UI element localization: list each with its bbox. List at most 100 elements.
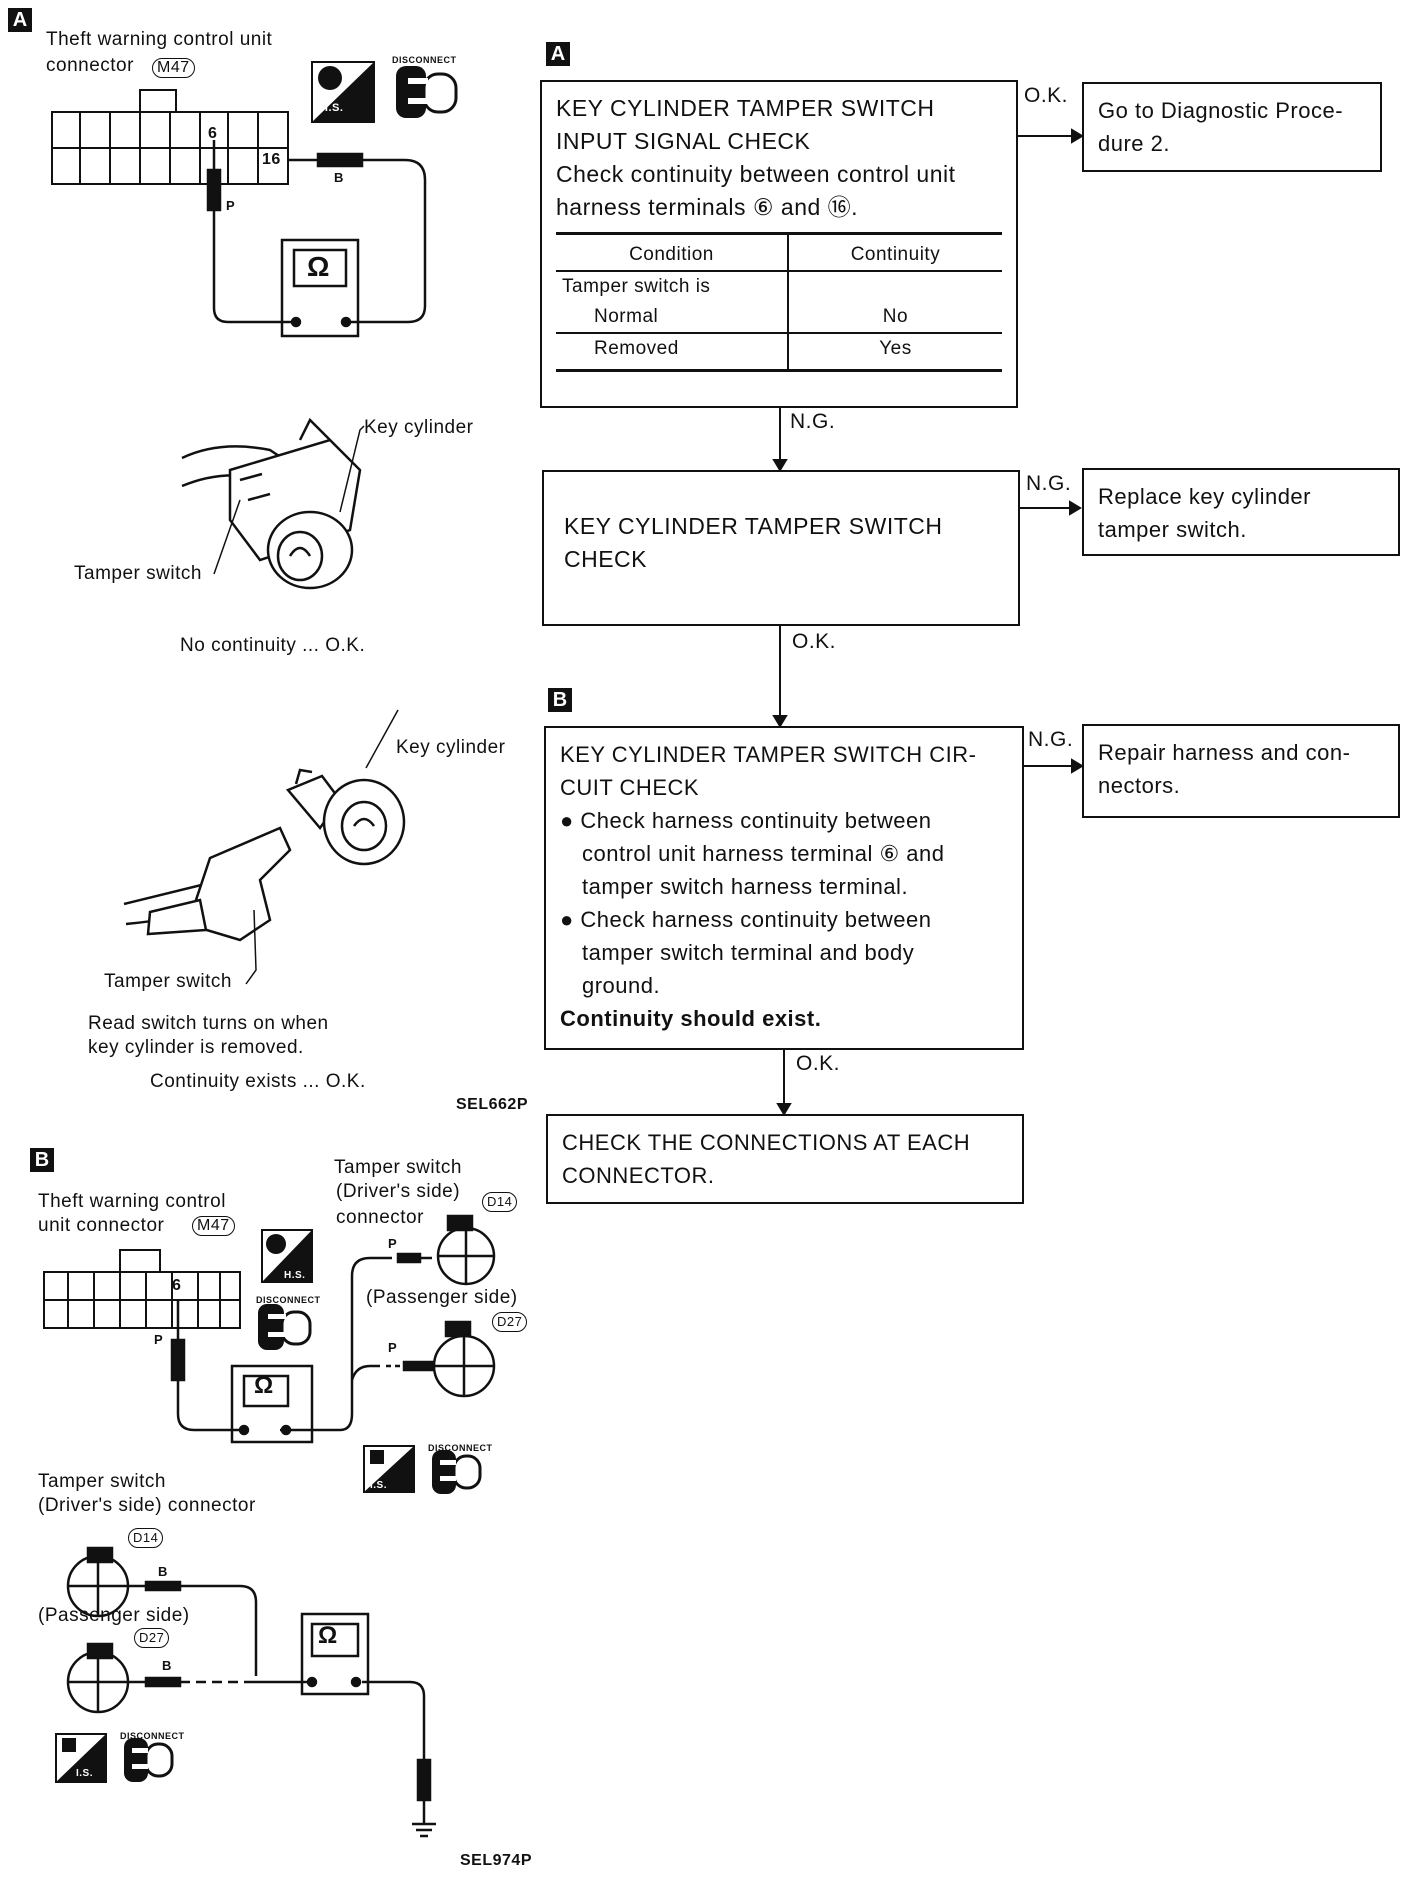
ng-3: N.G. <box>1028 728 1074 751</box>
box3-bold: Continuity should exist. <box>560 1006 822 1031</box>
leaders-1 <box>213 425 365 575</box>
wire-b-passenger: B <box>162 1658 172 1673</box>
col-condition: Condition <box>556 233 789 271</box>
flow-box-circuit-check: KEY CYLINDER TAMPER SWITCH CIR- CUIT CHE… <box>544 726 1024 1050</box>
connector-b-title: Theft warning control <box>38 1191 226 1212</box>
figure-b-label: B <box>30 1148 54 1172</box>
tamper-switch-passenger-connector-b2 <box>66 1642 130 1714</box>
box3-b1-line2: control unit harness terminal ⑥ and <box>582 841 945 866</box>
res1-line1: Go to Diagnostic Proce- <box>1098 98 1344 123</box>
note-line-1: Read switch turns on when <box>88 1013 329 1034</box>
result-replace-tamper-switch: Replace key cylinder tamper switch. <box>1082 468 1400 556</box>
box3-b2-line2: tamper switch terminal and body <box>582 940 915 965</box>
box3-b1-line1: ● Check harness continuity between <box>560 808 932 833</box>
ts2-title-line1: Tamper switch <box>38 1471 166 1492</box>
wire-p-b: P <box>154 1332 164 1347</box>
figure-ref-b: SEL974P <box>460 1852 532 1869</box>
is-label-b2: I.S. <box>76 1768 94 1779</box>
box2-line2: CHECK <box>564 546 648 572</box>
flow-label-b: B <box>548 688 572 712</box>
d27-id-b2: D27 <box>134 1628 170 1648</box>
figure-a-label: A <box>8 8 32 32</box>
wire-b-label: B <box>334 170 344 185</box>
disconnect-label: DISCONNECT <box>392 55 457 65</box>
wire-p-label: P <box>226 198 236 213</box>
key-cylinder-label-2: Key cylinder <box>396 737 506 758</box>
ohmmeter-b1 <box>230 1364 314 1444</box>
flow-box-tamper-switch-check: KEY CYLINDER TAMPER SWITCH CHECK <box>542 470 1020 626</box>
row-removed: Removed <box>556 333 789 371</box>
ohm-symbol-b1: Ω <box>254 1372 274 1399</box>
key-cylinder-illustration-1 <box>181 417 362 590</box>
figure-ref-a: SEL662P <box>456 1096 528 1113</box>
wiring-b2 <box>128 1580 436 1838</box>
row-tamper-switch: Tamper switch is <box>556 271 789 302</box>
row-removed-value: Yes <box>879 338 912 359</box>
connector-title: Theft warning control unit <box>46 29 273 50</box>
flow-box-input-signal-check: KEY CYLINDER TAMPER SWITCH INPUT SIGNAL … <box>540 80 1018 408</box>
key-cylinder-label: Key cylinder <box>364 417 474 438</box>
box1-line1: KEY CYLINDER TAMPER SWITCH <box>556 95 935 121</box>
box4-line2: CONNECTOR. <box>562 1163 715 1188</box>
ohm-symbol: Ω <box>307 251 330 282</box>
pin-6-label: 6 <box>208 125 218 142</box>
wire-b-driver: B <box>158 1564 168 1579</box>
note-line-2: key cylinder is removed. <box>88 1037 304 1058</box>
condition-table: Condition Continuity Tamper switch is No… <box>556 232 1002 372</box>
leaders-2 <box>245 709 399 985</box>
is-icon-b1 <box>363 1445 415 1493</box>
hs-icon-b <box>261 1229 313 1283</box>
wire-p-passenger: P <box>388 1340 398 1355</box>
res3-line2: nectors. <box>1098 773 1181 798</box>
row-normal-value: No <box>882 306 909 327</box>
connector-title-2: connector <box>46 55 134 76</box>
result-go-to-procedure-2: Go to Diagnostic Proce- dure 2. <box>1082 82 1382 172</box>
ohm-symbol-b2: Ω <box>318 1622 338 1649</box>
ohmmeter-a <box>280 238 360 338</box>
is-icon-b2 <box>55 1733 107 1783</box>
res1-line2: dure 2. <box>1098 131 1170 156</box>
box3-line2: CUIT CHECK <box>560 775 700 800</box>
ts-title-line2: (Driver's side) <box>336 1181 461 1202</box>
ok-2: O.K. <box>792 630 837 653</box>
box3-b2-line1: ● Check harness continuity between <box>560 907 932 932</box>
disconnect-icon-b2 <box>432 1450 482 1494</box>
tamper-switch-driver-connector-b1 <box>436 1214 496 1286</box>
box3-b1-line3: tamper switch harness terminal. <box>582 874 909 899</box>
disconnect-icon-b1 <box>258 1304 312 1350</box>
hs-icon-a <box>311 61 375 123</box>
key-cylinder-illustration-2 <box>123 768 406 942</box>
disconnect-icon-b3 <box>124 1738 174 1782</box>
d14-id-b2: D14 <box>128 1528 164 1548</box>
flow-arrows <box>772 128 1084 1116</box>
box2-line1: KEY CYLINDER TAMPER SWITCH <box>564 513 943 539</box>
pin-16-label: 16 <box>262 151 281 168</box>
disconnect-icon-a <box>396 66 458 118</box>
control-unit-connector-a <box>51 89 289 185</box>
flow-label-a: A <box>546 42 570 66</box>
hs-label-b: H.S. <box>284 1270 306 1281</box>
wiring-a <box>206 140 427 324</box>
tamper-switch-passenger-connector-b1 <box>432 1320 496 1398</box>
ng-2: N.G. <box>1026 472 1072 495</box>
passenger-label: (Passenger side) <box>366 1287 518 1308</box>
row-normal: Normal <box>556 302 789 333</box>
ts-title-line3: connector <box>336 1207 424 1228</box>
connector-id: M47 <box>152 58 195 78</box>
d14-id: D14 <box>482 1192 518 1212</box>
ok-3: O.K. <box>796 1052 841 1075</box>
connector-b-title-2: unit connector <box>38 1215 165 1236</box>
tamper-switch-label: Tamper switch <box>74 563 202 584</box>
wiring-b1 <box>170 1252 444 1432</box>
res2-line2: tamper switch. <box>1098 517 1247 542</box>
ts-title-line1: Tamper switch <box>334 1157 462 1178</box>
result-continuity-exists: Continuity exists ... O.K. <box>150 1071 366 1092</box>
ng-1: N.G. <box>790 410 836 433</box>
box3-b2-line3: ground. <box>582 973 661 998</box>
ts2-title-line2: (Driver's side) connector <box>38 1495 256 1516</box>
box1-line3: Check continuity between control unit <box>556 161 956 187</box>
box3-line1: KEY CYLINDER TAMPER SWITCH CIR- <box>560 742 977 767</box>
passenger-label-b2: (Passenger side) <box>38 1605 190 1626</box>
res2-line1: Replace key cylinder <box>1098 484 1311 509</box>
